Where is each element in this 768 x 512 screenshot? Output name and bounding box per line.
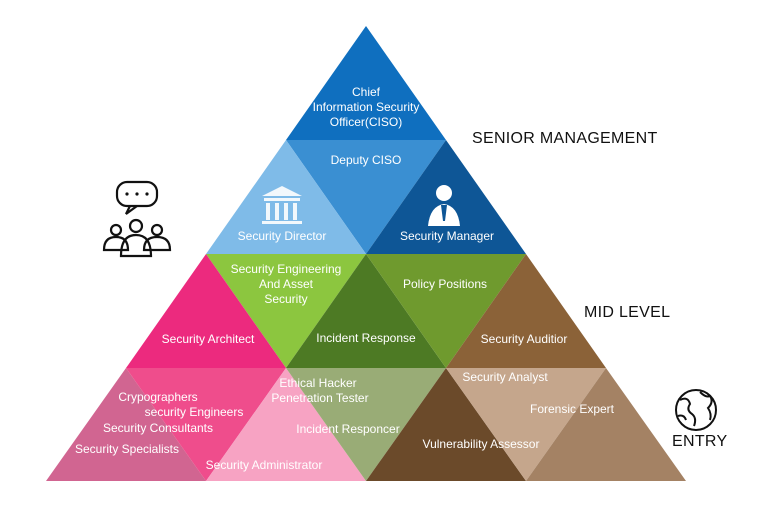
security-auditor-segment: [446, 254, 606, 368]
role-security-auditor: Security Auditior: [480, 332, 568, 346]
role-penetration-tester: Penetration Tester: [271, 391, 369, 405]
manager-person-icon: [428, 185, 460, 226]
policy-positions-segment: [366, 254, 526, 368]
entry-right-segment: [526, 368, 686, 481]
incident-response-segment: [286, 254, 446, 368]
role-security-engineers: security Engineers: [144, 405, 244, 419]
role-vulnerability-assessor: Vulnerability Assessor: [422, 437, 540, 451]
role-cryptographers: Crypographers: [118, 390, 198, 404]
entry-center-segment: [286, 368, 446, 481]
role-security-engineering: Security Engineering And Asset Security: [230, 262, 342, 306]
tier-label-mid: MID LEVEL: [584, 304, 671, 321]
role-forensic-expert: Forensic Expert: [529, 402, 615, 416]
role-security-director: Security Director: [237, 229, 327, 243]
role-ethical-hacker: Ethical Hacker: [279, 376, 357, 390]
role-security-architect: Security Architect: [161, 332, 255, 346]
entry-center-left-segment: [206, 368, 366, 481]
security-architect-segment: [126, 254, 286, 368]
role-security-specialists: Security Specialists: [74, 442, 180, 456]
tier-label-senior: SENIOR MANAGEMENT: [472, 130, 658, 147]
team-discussion-icon: [102, 180, 172, 258]
entry-center-right-segment: [366, 368, 526, 481]
role-security-analyst: Security Analyst: [462, 370, 548, 384]
bank-icon: [262, 186, 302, 224]
deputy-ciso-segment: [286, 140, 446, 254]
role-security-administrator: Security Administrator: [205, 458, 323, 472]
role-deputy-ciso: Deputy CISO: [330, 153, 402, 167]
security-engineering-segment: [206, 254, 366, 368]
ciso-segment: [286, 26, 446, 140]
tier-label-entry: ENTRY: [672, 433, 728, 450]
role-incident-responder: Incident Responcer: [296, 422, 400, 436]
role-policy-positions: Policy Positions: [402, 277, 488, 291]
role-security-manager: Security Manager: [399, 229, 495, 243]
entry-left-segment: [46, 368, 206, 481]
entry-left-mid-segment: [126, 368, 286, 481]
security-director-segment: [206, 140, 366, 254]
entry-right-mid-segment: [446, 368, 606, 481]
role-ciso: Chief Information Security Officer(CISO): [312, 85, 420, 129]
role-incident-response: Incident Response: [316, 331, 416, 345]
role-security-consultants: Security Consultants: [102, 421, 214, 435]
globe-icon: [675, 389, 717, 431]
